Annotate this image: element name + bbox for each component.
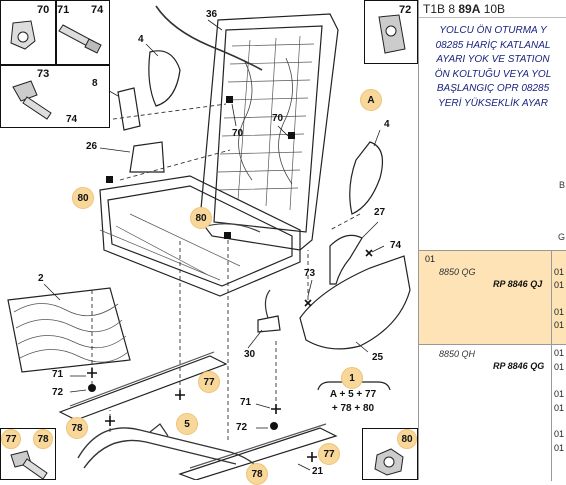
row-qty-col: 01: [554, 307, 565, 317]
bubble-A: A: [360, 89, 382, 111]
callout-2: 2: [38, 273, 44, 284]
callout-71-right: 71: [240, 397, 252, 408]
part-row-selected[interactable]: 01 8850 QG RP 8846 QJ 01 01 01 01: [419, 250, 566, 345]
bubble-5: 5: [176, 413, 198, 435]
row-qty-col: 01: [554, 429, 565, 439]
inset-fasteners-top-left: 70 71 74 73: [0, 0, 110, 128]
callout-36: 36: [206, 9, 218, 20]
bubble-1: 1: [341, 367, 363, 389]
callout-8: 8: [92, 78, 98, 89]
bubble-80-center: 80: [190, 207, 212, 229]
callout-73: 73: [304, 268, 316, 279]
part-description: YOLCU ÖN OTURMA Y 08285 HARİÇ KATLANAL A…: [419, 24, 566, 111]
callout-25: 25: [372, 352, 384, 363]
inset-label-78: 78: [33, 429, 53, 449]
inset-label-73: 73: [37, 68, 50, 80]
inset-fasteners-bottom-left: 77 78: [0, 428, 56, 480]
inset-label-72: 72: [399, 4, 412, 16]
bubble-77-center: 77: [198, 371, 220, 393]
bolt-icon: [10, 450, 48, 480]
callout-74-right: 74: [390, 240, 402, 251]
callout-30: 30: [244, 349, 256, 360]
row-ref[interactable]: RP 8846 QG: [493, 361, 545, 371]
row-code: 8850 QG: [439, 267, 476, 277]
diagram-code-prefix: T1B 8: [423, 2, 459, 16]
row-qty-col: 01: [554, 320, 565, 330]
callout-72-left: 72: [52, 387, 64, 398]
bubble-77-right: 77: [318, 443, 340, 465]
part-row[interactable]: 8850 QH RP 8846 QG 01 01 01 01 01 01: [419, 344, 566, 481]
inset-fastener-72: 72: [364, 0, 418, 64]
callout-70-b: 70: [272, 113, 284, 124]
row-qty-col: 01: [554, 348, 565, 358]
assembly-formula: A + 5 + 77 + 78 + 80: [315, 388, 391, 416]
inset-label-77: 77: [1, 429, 21, 449]
column-divider: [551, 251, 552, 345]
inset-nut-80: 80: [362, 428, 418, 480]
callout-4-left: 4: [138, 34, 144, 45]
side-letter-b: B: [558, 180, 565, 190]
fastener-icons: [10, 20, 102, 120]
row-qty-col: 01: [554, 280, 565, 290]
exploded-parts-diagram: 70 71 74 73 72 77 78 80: [0, 0, 418, 485]
side-letter-g: G: [557, 232, 565, 242]
description-line: 08285 HARİÇ KATLANAL: [435, 39, 551, 51]
clip-icon: [378, 14, 406, 54]
formula-line-1: A + 5 + 77: [329, 389, 377, 400]
diagram-code: T1B 8 89A 10B: [419, 0, 566, 18]
seat-drawing: [7, 5, 411, 480]
row-qty-col: 01: [554, 403, 565, 413]
inset-label-70: 70: [37, 4, 50, 16]
column-divider: [551, 345, 552, 481]
row-qty: 01: [425, 254, 436, 264]
description-line: YOLCU ÖN OTURMA Y: [439, 25, 547, 36]
description-line: YERİ YÜKSEKLİK AYAR: [438, 97, 548, 109]
callout-71-left: 71: [52, 369, 64, 380]
callout-74-left: 74: [66, 114, 78, 125]
inset-label-71: 71: [57, 4, 70, 16]
diagram-code-bold: 89A: [458, 2, 481, 16]
diagram-code-suffix: 10B: [480, 2, 506, 16]
callout-72-right: 72: [236, 422, 248, 433]
description-line: BAŞLANGIÇ OPR 08285: [436, 83, 550, 94]
row-qty-col: 01: [554, 362, 565, 372]
formula-line-2: + 78 + 80: [331, 403, 375, 414]
callout-27: 27: [374, 207, 386, 218]
row-code: 8850 QH: [439, 349, 476, 359]
row-ref[interactable]: RP 8846 QJ: [493, 279, 543, 289]
row-qty-col: 01: [554, 443, 565, 453]
inset-label-74: 74: [91, 4, 104, 16]
row-qty-col: 01: [554, 267, 565, 277]
bubble-80-left: 80: [72, 187, 94, 209]
parts-info-panel: T1B 8 89A 10B YOLCU ÖN OTURMA Y 08285 HA…: [418, 0, 566, 481]
inset-label-80: 80: [397, 429, 417, 449]
bubble-78-bottom: 78: [246, 463, 268, 485]
nut-icon: [374, 448, 404, 476]
callout-4-right: 4: [384, 119, 390, 130]
description-line: AYARI YOK VE STATION: [436, 54, 550, 65]
description-line: ÖN KOLTUĞU VEYA YOL: [434, 68, 552, 80]
row-qty-col: 01: [554, 389, 565, 399]
callout-21: 21: [312, 466, 324, 477]
bubble-78-left: 78: [66, 417, 88, 439]
callout-26: 26: [86, 141, 98, 152]
callout-70-a: 70: [232, 128, 244, 139]
